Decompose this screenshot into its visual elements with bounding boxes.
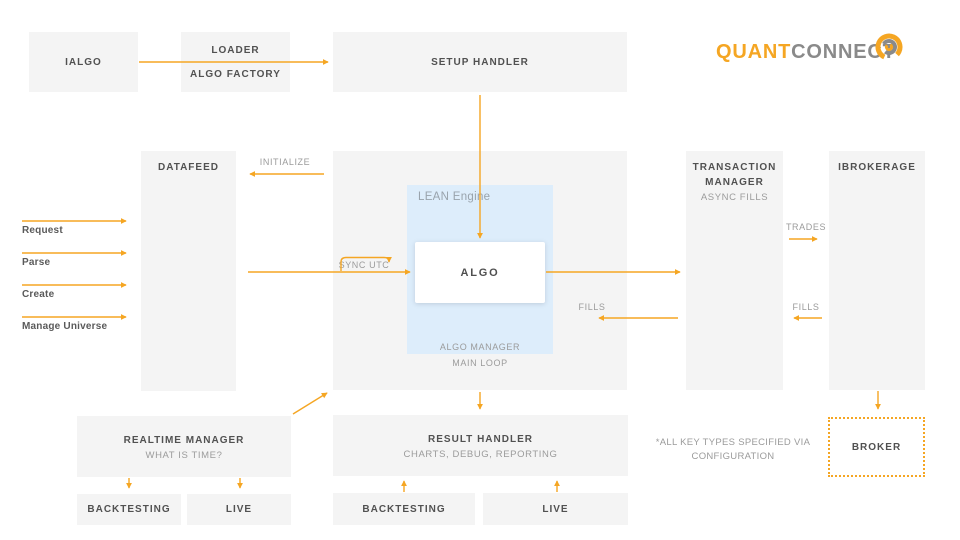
node-ialgo-label: IALGO [65, 56, 102, 68]
arrow-realtime-manager-to-engine [292, 392, 328, 415]
async-fills-label: ASYNC FILLS [700, 192, 769, 203]
fills-to-algo-label: FILLS [578, 302, 606, 312]
node-result-handler-label: RESULT HANDLER [428, 433, 533, 445]
node-loader-label: LOADER [211, 44, 260, 56]
node-realtime-backtesting: BACKTESTING [77, 494, 181, 525]
lean-engine-label: LEAN Engine [418, 191, 491, 203]
node-ibrokerage: IBROKERAGE [829, 151, 925, 390]
node-realtime-manager: REALTIME MANAGER WHAT IS TIME? [77, 416, 291, 477]
main-loop-label: MAIN LOOP [452, 358, 508, 368]
datafeed-input-manage-universe: Manage Universe [22, 321, 108, 332]
node-algo-label: ALGO [460, 266, 500, 279]
node-realtime-manager-label: REALTIME MANAGER [123, 434, 245, 446]
configuration-footnote: *ALL KEY TYPES SPECIFIED VIA CONFIGURATI… [653, 436, 813, 464]
fills-to-tm-label: FILLS [792, 302, 820, 312]
node-datafeed: DATAFEED [141, 151, 236, 391]
trades-label: TRADES [785, 222, 827, 232]
node-realtime-backtesting-label: BACKTESTING [87, 504, 171, 515]
node-result-backtesting: BACKTESTING [333, 493, 475, 525]
sync-utc-label: SYNC UTC [338, 260, 390, 270]
node-result-handler: RESULT HANDLER CHARTS, DEBUG, REPORTING [333, 415, 628, 476]
node-result-backtesting-label: BACKTESTING [362, 503, 446, 515]
logo-brand-secondary: CONNECT [791, 41, 896, 63]
algo-manager-label: ALGO MANAGER [439, 342, 521, 352]
what-is-time-label: WHAT IS TIME? [145, 449, 223, 461]
node-ialgo: IALGO [29, 32, 138, 92]
node-broker: BROKER [828, 417, 925, 477]
datafeed-input-create: Create [22, 289, 55, 300]
charts-debug-reporting-label: CHARTS, DEBUG, REPORTING [403, 448, 558, 460]
footnote-line2: CONFIGURATION [691, 450, 775, 462]
node-realtime-live-label: LIVE [225, 504, 253, 515]
node-result-live: LIVE [483, 493, 628, 525]
node-realtime-live: LIVE [187, 494, 291, 525]
node-loader-algo-factory: LOADER ALGO FACTORY [181, 32, 290, 92]
node-datafeed-label: DATAFEED [158, 162, 219, 173]
datafeed-input-request: Request [22, 225, 63, 236]
node-ibrokerage-label: IBROKERAGE [838, 162, 916, 173]
node-algo-factory-label: ALGO FACTORY [190, 68, 281, 80]
logo-brand-primary: QUANT [716, 41, 792, 63]
datafeed-input-parse: Parse [22, 257, 51, 268]
node-setup-handler: SETUP HANDLER [333, 32, 627, 92]
node-result-live-label: LIVE [542, 503, 569, 515]
node-setup-handler-label: SETUP HANDLER [431, 56, 529, 68]
quantconnect-swirl-icon [875, 33, 903, 61]
node-transaction-manager: TRANSACTION MANAGER ASYNC FILLS [686, 151, 783, 390]
footnote-line1: *ALL KEY TYPES SPECIFIED VIA [655, 437, 811, 448]
node-algo: ALGO [415, 242, 545, 303]
initialize-label: INITIALIZE [259, 157, 311, 167]
node-transaction-manager-label: TRANSACTION MANAGER [692, 162, 777, 188]
node-broker-label: BROKER [851, 441, 902, 453]
